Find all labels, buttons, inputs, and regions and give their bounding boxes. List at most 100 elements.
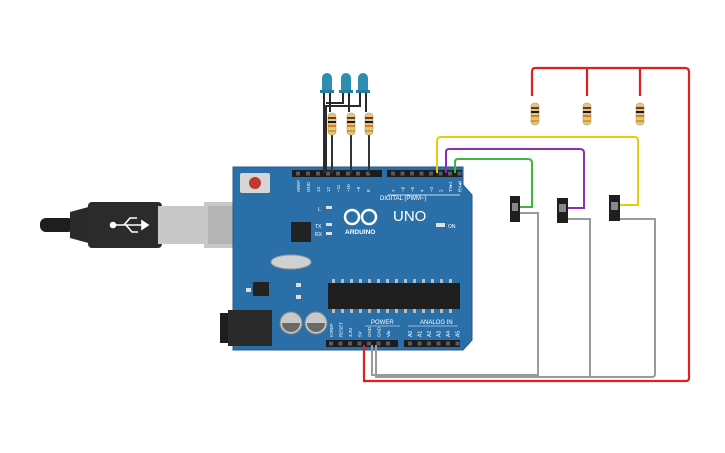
digital-header-right bbox=[387, 170, 462, 177]
digital-pin-label: 8 bbox=[366, 189, 371, 192]
digital-pin-label: 4 bbox=[420, 189, 425, 192]
led-l-label: L bbox=[318, 207, 321, 213]
digital-pin-label: 7 bbox=[391, 189, 396, 192]
digital-pin[interactable] bbox=[410, 171, 414, 176]
digital-pin-label: ~9 bbox=[356, 186, 361, 192]
power-pin[interactable] bbox=[338, 341, 343, 346]
slide-switch-1[interactable] bbox=[510, 196, 520, 222]
digital-pin[interactable] bbox=[346, 171, 350, 176]
digital-pin[interactable] bbox=[457, 171, 462, 176]
digital-pin-label: AREF bbox=[296, 180, 301, 192]
digital-pin-label: ~6 bbox=[401, 186, 406, 192]
digital-pin-label: TX▸1 bbox=[448, 181, 453, 192]
voltage-regulator bbox=[253, 282, 269, 296]
digital-pin-holes[interactable] bbox=[296, 171, 462, 176]
analog-pin[interactable] bbox=[417, 341, 422, 346]
digital-pin-label: ~5 bbox=[410, 186, 415, 192]
power-pin[interactable] bbox=[386, 341, 390, 346]
led-3 bbox=[356, 73, 370, 93]
analog-header bbox=[404, 340, 460, 347]
digital-pin-label: 2 bbox=[439, 189, 444, 192]
power-pin-label: 5V bbox=[358, 331, 363, 337]
analog-pin[interactable] bbox=[446, 341, 450, 346]
reset-button[interactable] bbox=[240, 173, 270, 193]
analog-pin-label: A0 bbox=[408, 331, 414, 337]
led-group[interactable] bbox=[320, 73, 370, 93]
digital-pin-label: ~3 bbox=[429, 186, 434, 192]
power-jack[interactable] bbox=[220, 310, 272, 346]
power-pin[interactable] bbox=[376, 341, 381, 346]
digital-pin[interactable] bbox=[356, 171, 360, 176]
power-pin-label: IOREF bbox=[329, 323, 334, 337]
digital-pin[interactable] bbox=[448, 171, 452, 176]
analog-header-label: ANALOG IN bbox=[420, 320, 453, 326]
digital-pin[interactable] bbox=[438, 171, 443, 176]
ground-wire[interactable] bbox=[371, 212, 539, 376]
power-pin[interactable] bbox=[367, 341, 371, 346]
digital-header-label: DIGITAL (PWM~) bbox=[380, 196, 427, 202]
resistor[interactable] bbox=[327, 112, 337, 136]
digital-pin[interactable] bbox=[296, 171, 300, 176]
capacitor bbox=[279, 311, 303, 335]
resistor-group[interactable] bbox=[327, 102, 645, 136]
power-pin-label: GND bbox=[367, 326, 372, 337]
atmega-chip bbox=[328, 279, 460, 313]
power-pin-label: GND bbox=[377, 326, 382, 337]
digital-pin[interactable] bbox=[326, 171, 330, 176]
led-rx-label: RX bbox=[315, 232, 323, 238]
digital-pin[interactable] bbox=[316, 171, 320, 176]
analog-pin-label: A5 bbox=[456, 331, 462, 337]
analog-pin-label: A4 bbox=[446, 331, 452, 337]
power-wire[interactable] bbox=[362, 66, 691, 383]
ground-wire[interactable] bbox=[585, 218, 656, 378]
usb-chip bbox=[291, 222, 311, 242]
power-pin[interactable] bbox=[357, 341, 362, 346]
digital-pin[interactable] bbox=[391, 171, 395, 176]
analog-pin-label: A3 bbox=[437, 331, 443, 337]
analog-pin-label: A1 bbox=[418, 331, 424, 337]
led-2 bbox=[339, 73, 353, 93]
analog-pin[interactable] bbox=[455, 341, 460, 346]
power-header-label: POWER bbox=[371, 320, 394, 326]
resistor[interactable] bbox=[364, 112, 374, 136]
digital-pin[interactable] bbox=[429, 171, 433, 176]
board-brand: ARDUINO bbox=[345, 229, 375, 236]
digital-pin-label: ~10 bbox=[346, 184, 351, 192]
capacitor bbox=[304, 311, 328, 335]
digital-pin[interactable] bbox=[306, 171, 310, 176]
analog-pin[interactable] bbox=[408, 341, 412, 346]
resistor[interactable] bbox=[635, 102, 645, 126]
led-wires[interactable] bbox=[323, 93, 370, 173]
analog-pin[interactable] bbox=[427, 341, 431, 346]
power-header bbox=[326, 340, 398, 347]
analog-pin[interactable] bbox=[436, 341, 441, 346]
digital-pin[interactable] bbox=[419, 171, 424, 176]
digital-pin[interactable] bbox=[336, 171, 340, 176]
bottom-pin-holes[interactable] bbox=[329, 341, 460, 346]
signal-wire-yellow[interactable] bbox=[436, 136, 639, 206]
digital-pin-label: RX◂0 bbox=[458, 180, 463, 192]
slide-switch-2[interactable] bbox=[557, 198, 568, 223]
power-pin[interactable] bbox=[329, 341, 333, 346]
digital-pin-label: ~11 bbox=[336, 184, 341, 192]
power-pin[interactable] bbox=[348, 341, 352, 346]
led-tx-label: TX bbox=[315, 224, 322, 230]
resistor[interactable] bbox=[582, 102, 592, 126]
digital-pin-label: 13 bbox=[316, 186, 321, 192]
resistor[interactable] bbox=[346, 112, 356, 136]
digital-pin[interactable] bbox=[366, 171, 370, 176]
led-1 bbox=[320, 73, 334, 93]
board-model: UNO bbox=[393, 208, 426, 225]
power-pin-label: 3.3V bbox=[348, 328, 353, 337]
crystal-oscillator bbox=[270, 254, 312, 270]
signal-wire-green[interactable] bbox=[454, 158, 533, 208]
digital-pin[interactable] bbox=[400, 171, 405, 176]
power-on-label: ON bbox=[448, 224, 456, 230]
power-pin-label: Vin bbox=[386, 330, 391, 337]
signal-wire-purple[interactable] bbox=[445, 148, 585, 209]
usb-symbol-icon bbox=[109, 217, 150, 233]
resistor[interactable] bbox=[530, 102, 540, 126]
slide-switch-3[interactable] bbox=[609, 195, 620, 221]
